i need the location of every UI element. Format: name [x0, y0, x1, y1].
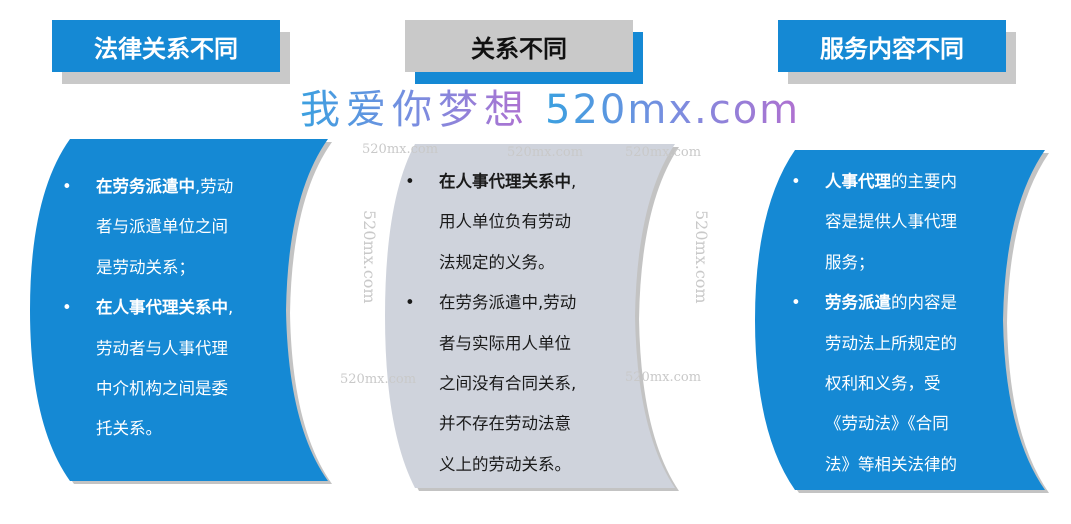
text-line: 权利和义务，受	[791, 364, 957, 404]
bullet-icon: •	[791, 172, 801, 191]
line-text: 《劳动法》《合同	[825, 414, 949, 434]
watermark-logo: 520mx.com	[545, 87, 801, 133]
text-line: 中介机构之间是委	[62, 369, 233, 409]
line-text: 并不存在劳动法意	[439, 414, 571, 434]
line-text: 的内容是	[891, 293, 957, 313]
bold-text: 在人事代理关系中	[439, 172, 571, 191]
text-line: 用人单位负有劳动	[405, 202, 576, 242]
curved-shape	[385, 144, 679, 491]
curved-shape	[755, 150, 1049, 493]
line-text: ,	[228, 298, 234, 318]
line-text: ,	[571, 172, 577, 191]
bullet-icon: •	[62, 298, 72, 318]
panel-legal-relation: • 在劳务派遣中,劳动者与派遣单位之间是劳动关系； • 在人事代理关系中,劳动者与人事…	[30, 135, 335, 485]
bullet-item-line: • 在人事代理关系中,	[405, 162, 576, 202]
text-line: 服务；	[791, 243, 957, 283]
panel-text: • 在劳务派遣中,劳动者与派遣单位之间是劳动关系； • 在人事代理关系中,劳动者与人事…	[62, 167, 233, 450]
text-line: 劳动法上所规定的	[791, 324, 957, 364]
text-line: 者与实际用人单位	[405, 324, 576, 364]
line-text: 权利和义务，受	[825, 374, 941, 394]
line-text: 容是提供人事代理	[825, 212, 957, 232]
watermark-text: 520mx.com	[360, 210, 379, 304]
text-line: 义上的劳动关系。	[405, 445, 576, 485]
text-line: 法规定的义务。	[405, 243, 576, 283]
bullet-item-line: • 人事代理的主要内	[791, 162, 957, 202]
panel-service-content: • 人事代理的主要内容是提供人事代理服务； • 劳务派遣的内容是劳动法上所规定的权利和…	[755, 148, 1050, 494]
line-text: 义上的劳动关系。	[439, 454, 571, 474]
text-line: 容是提供人事代理	[791, 202, 957, 242]
text-line: 劳动者与人事代理	[62, 329, 233, 369]
bullet-icon: •	[405, 293, 415, 313]
header-relation: 关系不同	[405, 20, 643, 84]
text-line: 并不存在劳动法意	[405, 404, 576, 444]
curved-shape	[30, 139, 332, 484]
bold-text: 劳务派遣	[825, 293, 891, 313]
bullet-item-line: • 在人事代理关系中,	[62, 288, 233, 328]
line-text: 之间没有合同关系,	[439, 374, 577, 394]
header-title: 法律关系不同	[52, 20, 280, 72]
line-text: ,劳动	[195, 177, 234, 196]
text-line: 法》等相关法律的	[791, 445, 957, 485]
header-title: 服务内容不同	[778, 20, 1006, 72]
bold-text: 人事代理	[825, 172, 891, 191]
text-line: 者与派遣单位之间	[62, 207, 233, 247]
text-line: 是劳动关系；	[62, 248, 233, 288]
watermark-slogan: 我爱你梦想	[300, 87, 530, 133]
bullet-icon: •	[62, 177, 72, 196]
header-legal-relation: 法律关系不同	[52, 20, 290, 84]
watermark-text: 520mx.com	[625, 370, 702, 385]
line-text: 劳动者与人事代理	[96, 338, 228, 358]
line-text: 用人单位负有劳动	[439, 212, 571, 232]
line-text: 在劳务派遣中,劳动	[439, 293, 577, 313]
watermark-text: 520mx.com	[507, 145, 584, 160]
watermark-text: 520mx.com	[625, 145, 702, 160]
header-service-content: 服务内容不同	[778, 20, 1016, 84]
line-text: 劳动法上所规定的	[825, 333, 957, 353]
watermark-text: 520mx.com	[340, 372, 417, 387]
line-text: 服务；	[825, 252, 875, 272]
line-text: 法》等相关法律的	[825, 454, 957, 474]
panel-text: • 在人事代理关系中, 用人单位负有劳动法规定的义务。 • 在劳务派遣中,劳动者与实际用…	[405, 162, 576, 485]
watermark-text: 520mx.com	[362, 142, 439, 157]
line-text: 法规定的义务。	[439, 252, 555, 272]
text-line: 之间没有合同关系,	[405, 364, 576, 404]
bullet-item-line: • 在劳务派遣中,劳动	[62, 167, 233, 207]
text-line: 托关系。	[62, 409, 233, 449]
bold-text: 在人事代理关系中	[96, 298, 228, 318]
bullet-icon: •	[405, 172, 415, 191]
bold-text: 在劳务派遣中	[96, 177, 195, 196]
bullet-icon: •	[791, 293, 801, 313]
line-text: 者与实际用人单位	[439, 333, 571, 353]
watermark-text: 520mx.com	[692, 210, 711, 304]
line-text: 者与派遣单位之间	[96, 217, 228, 237]
bullet-item-line: • 劳务派遣的内容是	[791, 283, 957, 323]
header-title: 关系不同	[405, 20, 633, 72]
text-line: 《劳动法》《合同	[791, 404, 957, 444]
line-text: 托关系。	[96, 419, 162, 439]
panel-relation: • 在人事代理关系中, 用人单位负有劳动法规定的义务。 • 在劳务派遣中,劳动者与实际用…	[385, 140, 685, 492]
line-text: 中介机构之间是委	[96, 379, 228, 399]
line-text: 的主要内	[891, 172, 957, 191]
panel-text: • 人事代理的主要内容是提供人事代理服务； • 劳务派遣的内容是劳动法上所规定的权利和…	[791, 162, 957, 485]
bullet-item-line: • 在劳务派遣中,劳动	[405, 283, 576, 323]
line-text: 是劳动关系；	[96, 257, 195, 277]
